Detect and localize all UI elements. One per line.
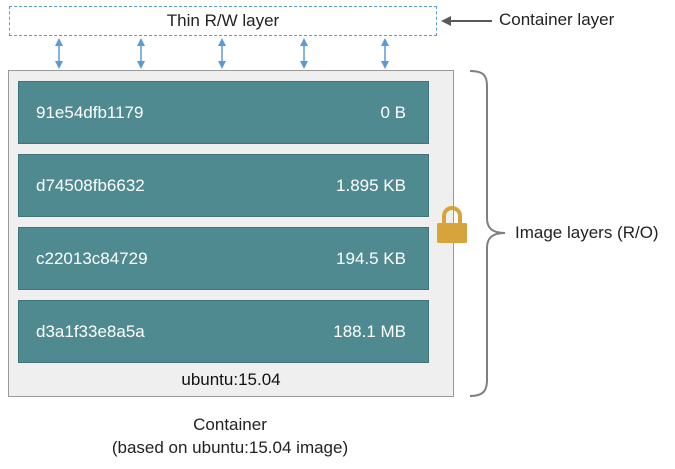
- layer-size: 1.895 KB: [336, 175, 406, 195]
- layer-row: d3a1f33e8a5a 188.1 MB: [18, 300, 429, 363]
- layer-size: 0 B: [380, 102, 406, 122]
- image-layers-label: Image layers (R/O): [515, 223, 659, 242]
- lock-icon: [437, 206, 467, 243]
- layer-id: c22013c84729: [36, 248, 148, 268]
- layer-row: d74508fb6632 1.895 KB: [18, 154, 429, 217]
- container-caption-line1: Container: [193, 415, 267, 434]
- rw-layer-label: Thin R/W layer: [166, 11, 280, 30]
- curly-brace-icon: [469, 70, 506, 397]
- layer-size: 188.1 MB: [333, 321, 406, 341]
- container-caption-line2: (based on ubuntu:15.04 image): [111, 438, 349, 457]
- layer-row: c22013c84729 194.5 KB: [18, 227, 429, 290]
- rw-layer-box: Thin R/W layer: [9, 6, 437, 36]
- container-layer-label: Container layer: [499, 10, 615, 29]
- container-caption: Container (based on ubuntu:15.04 image): [60, 413, 400, 459]
- layer-row: 91e54dfb1179 0 B: [18, 81, 429, 144]
- image-name-label: ubuntu:15.04: [181, 370, 281, 389]
- layer-id: d74508fb6632: [36, 175, 145, 195]
- layer-id: 91e54dfb1179: [36, 102, 144, 122]
- layer-size: 194.5 KB: [336, 248, 406, 268]
- layer-id: d3a1f33e8a5a: [36, 321, 145, 341]
